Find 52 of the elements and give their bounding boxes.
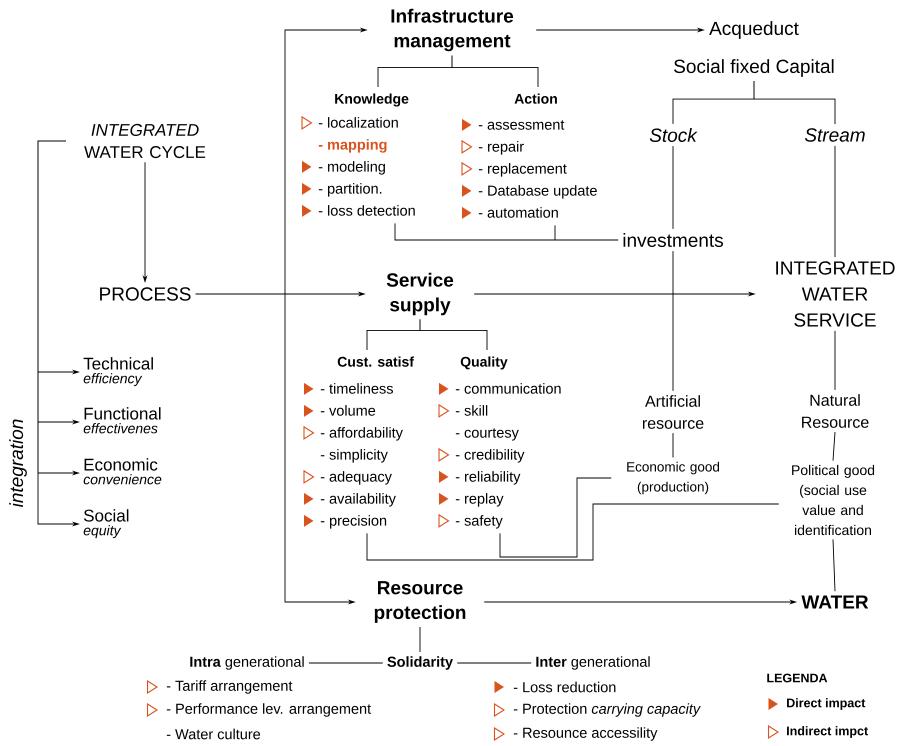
connector-line: [672, 432, 674, 458]
concept-label: Political good (social use value and identification: [792, 464, 874, 536]
concept-label: investments: [624, 233, 723, 247]
connector-line: [832, 432, 836, 462]
connector-line: [500, 478, 612, 558]
impact-list: Knowledge - localization - mapping - modeling - partition. - loss detection: [318, 93, 415, 216]
concept-label: PROCESS: [100, 287, 191, 301]
connector-line: [672, 146, 674, 230]
section-heading: Resource protection: [374, 581, 466, 623]
legend-title: LEGENDA: [767, 674, 828, 682]
concept-label: INTEGRATED WATER CYCLE: [84, 124, 206, 158]
connector-line: [308, 662, 384, 664]
concept-label: Artificial resource: [642, 395, 704, 429]
connector-line: [832, 538, 836, 592]
list-item: - Water culture: [166, 728, 260, 740]
list-item: - Loss reduction: [514, 682, 616, 692]
concept-label: INTEGRATED WATER SERVICE: [776, 261, 895, 327]
concept-label: Economic good (production): [627, 462, 720, 494]
criterion-label: Economic convenience: [84, 458, 162, 484]
connector-line: [366, 504, 780, 560]
criterion-label: Functional effectivenes: [84, 407, 160, 434]
impact-list: Quality - communication - skill - courtesy - credibility - reliability - replay - safety: [456, 356, 561, 529]
connector-line: [452, 55, 538, 88]
concept-label: Natural Resource: [802, 394, 869, 428]
connector-line: [834, 330, 836, 390]
list-item: - Resounce accessility: [514, 727, 658, 741]
impact-list: Cust. satisf - timeliness - volume - affordability - simplicity - adequacy - availability - precision: [320, 356, 414, 529]
list-item: - Tariff arrangement: [166, 680, 292, 694]
concept-label: Stock: [650, 128, 698, 142]
impact-list: Action - assessment - repair - replacement - Database update - automation: [478, 93, 597, 218]
list-item: - Performance lev. arrangement: [166, 703, 372, 717]
category-heading: Inter generational: [536, 656, 650, 670]
legend-label: Direct impact: [787, 698, 866, 710]
connector-line: [456, 662, 532, 664]
section-heading: Service supply: [386, 272, 454, 316]
section-heading: Infrastructure management: [392, 8, 514, 52]
connector-line: [834, 145, 836, 258]
connector-line: [554, 224, 619, 240]
legend-label: Indirect impct: [787, 726, 868, 738]
list-item: - Protection carrying capacity: [514, 703, 701, 717]
concept-label: Acqueduct: [709, 21, 799, 39]
category-heading: Solidarity: [387, 656, 453, 670]
axis-title: integration: [9, 420, 27, 508]
concept-label: WATER: [801, 595, 868, 609]
criterion-label: Social equity: [84, 509, 128, 538]
connector-line: [754, 80, 836, 125]
criterion-label: Technical efficiency: [84, 357, 153, 386]
connector-line: [420, 318, 488, 350]
concept-label: Stream: [804, 128, 865, 142]
category-heading: Intra generational: [190, 656, 304, 670]
concept-label: Social fixed Capital: [674, 59, 834, 77]
connector-line: [672, 250, 674, 392]
